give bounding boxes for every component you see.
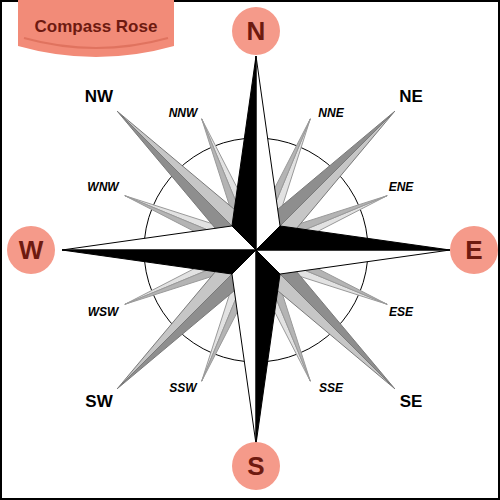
banner-fold [24,38,168,48]
direction-circle: N [232,7,280,55]
secondary-direction-label: NNW [169,106,198,120]
cardinal-point [232,250,256,444]
cardinal-point [256,250,450,274]
compass-star [62,56,450,444]
direction-circle: E [450,226,498,274]
cardinal-point [256,250,280,444]
secondary-direction-label: WNW [87,180,118,194]
secondary-direction-label: ENE [389,180,414,194]
circle-fill [232,442,280,490]
secondary-direction-label: NNE [318,106,343,120]
circle-fill [7,226,55,274]
secondary-direction-label: WSW [88,305,119,319]
circle-fill [450,226,498,274]
title-banner: Compass Rose [18,0,174,62]
intercardinal-label: SE [400,392,423,412]
cardinal-point [232,56,256,250]
intercardinal-label: SW [85,392,112,412]
cardinal-point [62,250,256,274]
direction-letter: N [247,16,266,47]
secondary-direction-label: SSE [319,381,343,395]
title-text: Compass Rose [35,17,158,37]
intercardinal-label: NE [399,87,423,107]
direction-circle: W [7,226,55,274]
secondary-direction-label: SSW [169,381,196,395]
banner-fill [18,0,174,57]
intercardinal-label: NW [85,87,113,107]
direction-letter: E [465,235,482,266]
cardinal-point [256,56,280,250]
circle-fill [232,7,280,55]
cardinal-point [62,226,256,250]
direction-circle: S [232,442,280,490]
direction-letter: W [19,235,44,266]
secondary-direction-label: ESE [389,305,413,319]
direction-letter: S [247,451,264,482]
cardinal-point [256,226,450,250]
